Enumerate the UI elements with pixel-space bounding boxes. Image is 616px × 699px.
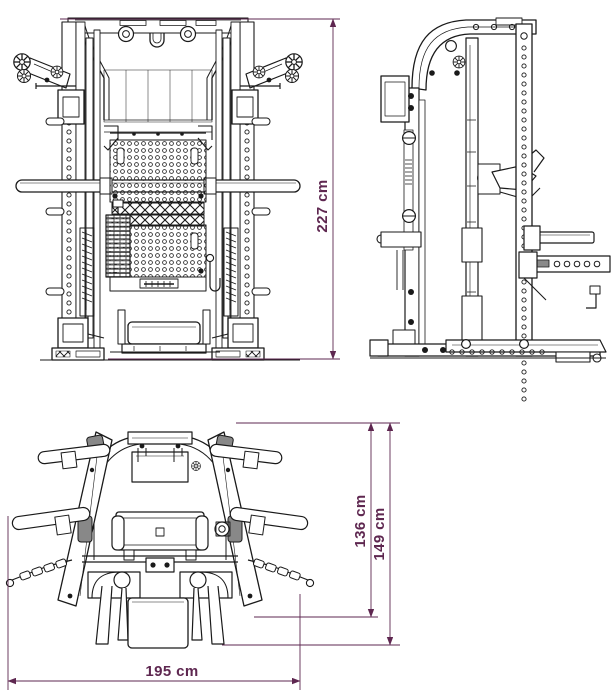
side-rear-post [515, 23, 611, 402]
front-cross-rails [103, 69, 213, 133]
side-base-frame [369, 339, 607, 363]
side-front-post [376, 75, 426, 357]
front-right-swivel-arm [240, 53, 303, 89]
dimension-label-depth-inner: 136 cm [352, 494, 369, 547]
front-weight-stack-left [105, 199, 131, 278]
top-console-plate [127, 431, 201, 483]
top-right-swivel-arm [207, 431, 315, 607]
dimension-label-width: 195 cm [145, 663, 198, 680]
top-footplate [127, 597, 189, 649]
front-bench-pad [110, 309, 220, 354]
top-cross-rail [82, 555, 238, 573]
front-elevation-view [13, 17, 303, 361]
side-top-curved-frame [411, 17, 537, 91]
dimension-label-depth-outer: 149 cm [371, 507, 388, 560]
top-bench-pad [111, 511, 231, 561]
side-elevation-view [369, 17, 611, 402]
front-cable-column-right [205, 227, 239, 339]
top-plan-view [5, 431, 315, 649]
top-base-outriggers [87, 571, 233, 645]
side-plate-storage-arm [518, 251, 611, 301]
top-left-swivel-arm [5, 431, 113, 607]
dimension-width-195 [7, 516, 301, 690]
dimension-height-227 [60, 18, 340, 360]
front-left-swivel-arm [13, 53, 76, 89]
front-cable-column-left [79, 227, 105, 339]
dimension-label-height: 227 cm [314, 179, 331, 232]
dimension-depth-149 [222, 422, 400, 646]
side-spotter-arm-upper [523, 225, 595, 251]
